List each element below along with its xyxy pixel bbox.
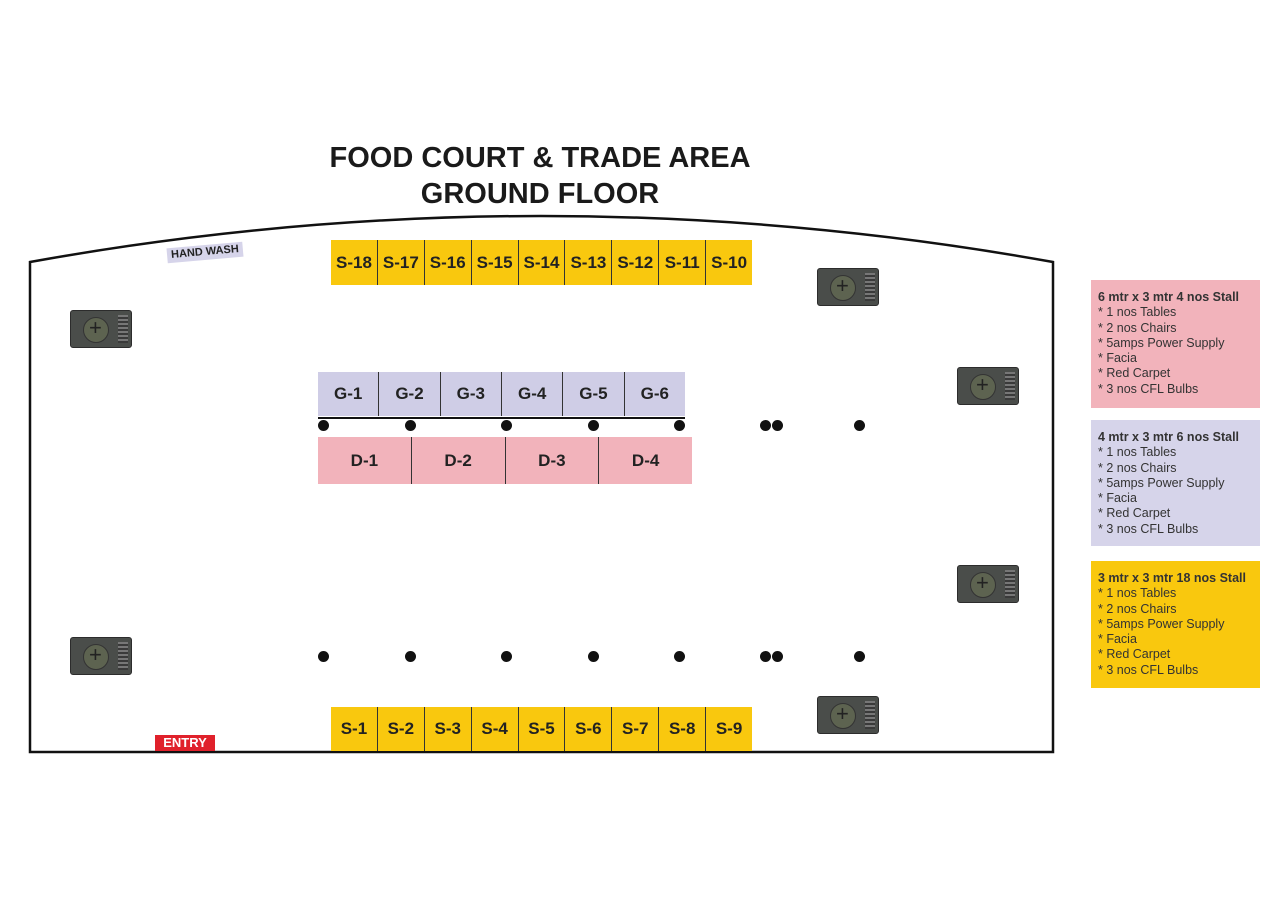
pillar-dot <box>674 651 685 662</box>
legend-box: 3 mtr x 3 mtr 18 nos Stall* 1 nos Tables… <box>1091 561 1260 688</box>
stall-g-5[interactable]: G-5 <box>563 372 625 416</box>
air-cooler-icon <box>957 367 1019 405</box>
stall-g-1[interactable]: G-1 <box>318 372 380 416</box>
fan-icon <box>830 273 856 301</box>
pillar-dot <box>674 420 685 431</box>
legend-item: * 3 nos CFL Bulbs <box>1098 662 1199 677</box>
air-cooler-icon <box>70 310 132 348</box>
stall-g-2[interactable]: G-2 <box>379 372 441 416</box>
pillar-dot <box>760 651 771 662</box>
stall-s-12[interactable]: S-12 <box>612 240 660 285</box>
grille <box>118 315 128 343</box>
pillar-dot <box>405 420 416 431</box>
legend-item: * 3 nos CFL Bulbs <box>1098 381 1199 396</box>
stall-s-18[interactable]: S-18 <box>331 240 378 285</box>
legend-box: 4 mtr x 3 mtr 6 nos Stall* 1 nos Tables*… <box>1091 420 1260 546</box>
legend-item: * 1 nos Tables <box>1098 305 1177 320</box>
pillar-dot <box>854 420 865 431</box>
stall-s-16[interactable]: S-16 <box>424 240 472 285</box>
legend-item: * 5amps Power Supply <box>1098 475 1225 490</box>
legend-item: * 3 nos CFL Bulbs <box>1098 521 1199 536</box>
stall-s-2[interactable]: S-2 <box>377 707 425 751</box>
grille <box>1005 372 1015 400</box>
stall-s-6[interactable]: S-6 <box>565 707 613 751</box>
stall-s-15[interactable]: S-15 <box>471 240 519 285</box>
stall-s-3[interactable]: S-3 <box>424 707 472 751</box>
stall-g-4[interactable]: G-4 <box>501 372 564 416</box>
air-cooler-icon <box>957 565 1019 603</box>
stall-s-1[interactable]: S-1 <box>331 707 378 751</box>
air-cooler-icon <box>70 637 132 675</box>
legend-item: * Facia <box>1098 632 1137 647</box>
grille <box>865 701 875 729</box>
stall-s-11[interactable]: S-11 <box>659 240 707 285</box>
legend-item: * 1 nos Tables <box>1098 445 1177 460</box>
pillar-dot <box>588 651 599 662</box>
legend-heading: 4 mtr x 3 mtr 6 nos Stall <box>1098 430 1240 444</box>
grille <box>118 642 128 670</box>
legend-item: * 2 nos Chairs <box>1098 460 1177 475</box>
legend-item: * Red Carpet <box>1098 506 1171 521</box>
stall-d-1[interactable]: D-1 <box>318 437 412 484</box>
air-cooler-icon <box>817 696 879 734</box>
pillar-dot <box>318 420 329 431</box>
stall-d-4[interactable]: D-4 <box>599 437 692 484</box>
legend-item: * Facia <box>1098 351 1137 366</box>
stall-s-17[interactable]: S-17 <box>377 240 425 285</box>
pillar-dot <box>501 420 512 431</box>
stall-d-3[interactable]: D-3 <box>505 437 600 484</box>
air-cooler-icon <box>817 268 879 306</box>
pillar-dot <box>318 651 329 662</box>
stall-s-4[interactable]: S-4 <box>471 707 519 751</box>
legend-item: * 2 nos Chairs <box>1098 601 1177 616</box>
stall-s-10[interactable]: S-10 <box>706 240 753 285</box>
pillar-dot <box>405 651 416 662</box>
legend-item: * 2 nos Chairs <box>1098 320 1177 335</box>
stall-s-13[interactable]: S-13 <box>565 240 613 285</box>
fan-icon <box>970 372 996 400</box>
grille <box>1005 570 1015 598</box>
pillar-dot <box>760 420 771 431</box>
fan-icon <box>83 315 109 343</box>
title-line-2: GROUND FLOOR <box>420 178 660 210</box>
legend-item: * Facia <box>1098 491 1137 506</box>
stall-s-8[interactable]: S-8 <box>659 707 707 751</box>
pillar-dot <box>854 651 865 662</box>
legend-heading: 3 mtr x 3 mtr 18 nos Stall <box>1098 571 1246 585</box>
legend-item: * 5amps Power Supply <box>1098 616 1225 631</box>
title-line-1: FOOD COURT & TRADE AREA <box>329 142 751 174</box>
stall-s-7[interactable]: S-7 <box>612 707 660 751</box>
legend-item: * Red Carpet <box>1098 647 1171 662</box>
legend-item: * 5amps Power Supply <box>1098 335 1225 350</box>
legend-box: 6 mtr x 3 mtr 4 nos Stall* 1 nos Tables*… <box>1091 280 1260 408</box>
legend-heading: 6 mtr x 3 mtr 4 nos Stall <box>1098 290 1240 304</box>
stall-s-5[interactable]: S-5 <box>518 707 566 751</box>
pillar-dot <box>588 420 599 431</box>
pillar-dot <box>772 651 783 662</box>
fan-icon <box>830 701 856 729</box>
fan-icon <box>83 642 109 670</box>
fan-icon <box>970 570 996 598</box>
stall-s-14[interactable]: S-14 <box>518 240 566 285</box>
stall-g-3[interactable]: G-3 <box>440 372 502 416</box>
stall-s-9[interactable]: S-9 <box>706 707 753 751</box>
grille <box>865 273 875 301</box>
legend-item: * 1 nos Tables <box>1098 586 1177 601</box>
stall-d-2[interactable]: D-2 <box>411 437 506 484</box>
pillar-dot <box>501 651 512 662</box>
entry-label: ENTRY <box>155 735 215 751</box>
legend-item: * Red Carpet <box>1098 366 1171 381</box>
stall-g-6[interactable]: G-6 <box>624 372 685 416</box>
pillar-dot <box>772 420 783 431</box>
